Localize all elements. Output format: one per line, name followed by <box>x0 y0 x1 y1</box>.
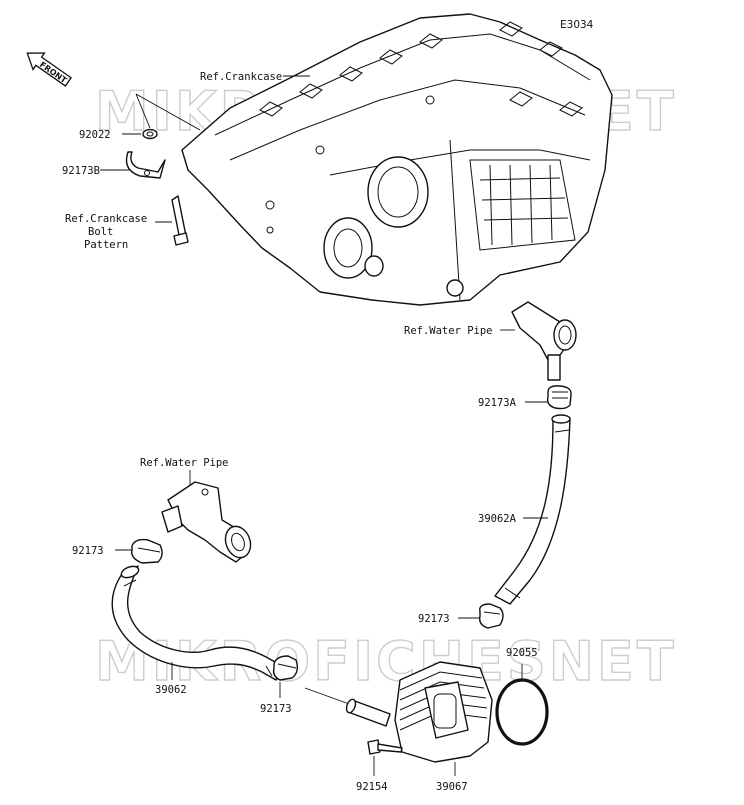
clamp-92173B <box>125 151 166 179</box>
front-arrow-icon: FRONT <box>26 52 72 87</box>
water-pipe-fitting-left <box>161 481 252 563</box>
part-label-39062: 39062 <box>155 684 187 696</box>
ref-crankcase-bolt-line1: Ref.Crankcase <box>65 213 147 225</box>
part-label-92173-lower: 92173 <box>260 703 292 715</box>
clamp-92173-mid <box>478 603 504 629</box>
part-label-92173B: 92173B <box>62 165 100 177</box>
part-label-92055: 92055 <box>506 647 538 659</box>
water-pipe-fitting-right <box>511 301 577 381</box>
washer-92022 <box>142 128 158 140</box>
ref-crankcase-label: Ref.Crankcase <box>200 71 282 83</box>
part-label-92173-left: 92173 <box>72 545 104 557</box>
crankcase-illustration <box>181 13 613 306</box>
oil-cooler-39067 <box>394 661 493 763</box>
clamp-92173-lower <box>272 655 299 681</box>
part-label-92154: 92154 <box>356 781 388 793</box>
part-label-39062A: 39062A <box>478 513 517 525</box>
ref-water-pipe-left-label: Ref.Water Pipe <box>140 457 229 469</box>
clamp-92173A <box>546 385 572 410</box>
ref-crankcase-bolt-line3: Pattern <box>84 239 128 251</box>
hose-39062A <box>494 414 571 605</box>
part-label-92173-mid: 92173 <box>418 613 450 625</box>
ref-crankcase-bolt-line2: Bolt <box>88 226 113 238</box>
bolt-92154 <box>367 739 403 755</box>
part-label-39067: 39067 <box>436 781 468 793</box>
cooler-inlet-pipe <box>345 698 391 727</box>
ref-water-pipe-right-label: Ref.Water Pipe <box>404 325 493 337</box>
part-label-92173A: 92173A <box>478 397 517 409</box>
diagram-code: E3034 <box>560 19 594 31</box>
part-label-92022: 92022 <box>79 129 111 141</box>
crankcase-bolt <box>171 195 189 246</box>
clamp-92173-left <box>131 538 163 564</box>
